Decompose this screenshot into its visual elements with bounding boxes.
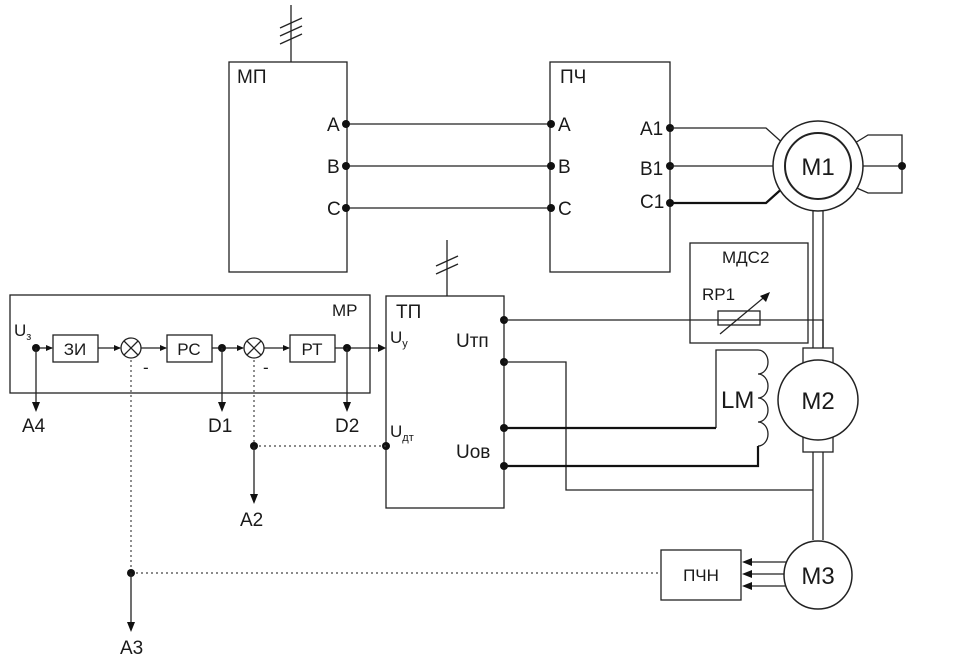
node — [342, 162, 350, 170]
m1-inner — [784, 132, 852, 200]
mp-supply-tick — [279, 25, 303, 37]
tp-supply-tick — [435, 263, 459, 275]
wire-tp-armature-top — [504, 319, 824, 348]
m2-motor: M2 — [777, 347, 859, 453]
pch-title: ПЧ — [560, 67, 586, 88]
rp1-label: RP1 — [702, 285, 735, 304]
mr-input-u-z: Uз — [14, 321, 31, 343]
m2-label: M2 — [801, 388, 834, 415]
a3-arrow — [127, 622, 135, 632]
m3-motor: M3 — [783, 540, 853, 610]
summing-sign-1: - — [143, 358, 149, 377]
mp-supply-tick — [279, 17, 303, 29]
signal-arrow — [46, 345, 53, 351]
label-d2: D2 — [335, 416, 359, 437]
tp-box — [385, 295, 505, 509]
pch-block: ПЧ A B C A1 B1 C1 — [549, 61, 671, 273]
tp-output-wires — [504, 319, 824, 491]
pchn-block: ПЧН — [660, 549, 795, 601]
label-a4: A4 — [22, 416, 46, 437]
rp1-variable-arrow — [719, 293, 769, 335]
pch-box — [549, 61, 671, 273]
node — [547, 120, 555, 128]
mp-pch-wires — [342, 120, 555, 212]
node — [342, 120, 350, 128]
tp-input-u-dt: Uдт — [390, 422, 414, 444]
node — [342, 204, 350, 212]
d2-arrow — [343, 402, 351, 412]
tp-u-tp: Uтп — [456, 331, 489, 352]
mp-terminal-c: C — [327, 199, 341, 220]
mp-supply-tick — [279, 33, 303, 45]
m3-outer — [783, 540, 853, 610]
pch-terminal-b1: B1 — [640, 159, 663, 180]
tp-title: ТП — [396, 302, 421, 323]
shaft — [812, 211, 824, 540]
a4-arrow — [32, 402, 40, 412]
node — [898, 162, 906, 170]
signal-arrow — [742, 570, 752, 578]
lm-label: LM — [721, 387, 754, 414]
pch-terminal-a1: A1 — [640, 119, 663, 140]
lm-lead-top — [715, 349, 758, 428]
signal-arrow — [114, 345, 121, 351]
pch-m1-wires — [666, 124, 906, 207]
tp-supply-tick — [435, 255, 459, 267]
wire-ov-2 — [504, 446, 760, 468]
signal-arrow — [160, 345, 167, 351]
m3-label: M3 — [801, 563, 834, 590]
mp-terminal-b: B — [327, 157, 340, 178]
node — [547, 162, 555, 170]
signal-arrow — [742, 582, 752, 590]
a2-arrow — [250, 494, 258, 504]
signal-arrow — [378, 344, 386, 352]
mds2-title: МДС2 — [722, 248, 769, 267]
rs-label: РС — [177, 340, 200, 359]
mr-title: МР — [332, 301, 358, 320]
pch-terminal-c: C — [558, 199, 572, 220]
lm-coil — [757, 349, 769, 447]
zi-box — [52, 334, 99, 363]
tp-u-ov: Uов — [456, 442, 490, 463]
label-d1: D1 — [208, 416, 232, 437]
mds2-box — [689, 242, 809, 344]
summing-cross — [246, 340, 262, 356]
m1-motor: M1 — [772, 120, 864, 212]
pchn-label: ПЧН — [683, 566, 719, 585]
mr-block: МР Uз ЗИ - РС - РТ — [9, 294, 386, 394]
rt-box — [289, 334, 336, 363]
rs-box — [166, 334, 213, 363]
mp-box — [228, 61, 348, 273]
pchn-box — [660, 549, 742, 601]
rp1-arrow-head — [760, 292, 770, 302]
mp-title: МП — [237, 67, 266, 88]
m2-outer — [777, 359, 859, 441]
mp-terminal-a: A — [327, 115, 340, 136]
tp-block: ТП Uтп Uов Uу Uдт — [382, 240, 508, 509]
signal-arrow — [742, 558, 752, 566]
signal-arrow — [283, 345, 290, 351]
summing-sign-2: - — [263, 358, 269, 377]
label-a2: A2 — [240, 510, 263, 531]
pch-terminal-c1: C1 — [640, 192, 664, 213]
lm-winding: LM — [715, 349, 769, 447]
pch-terminal-a: A — [558, 115, 571, 136]
d1-arrow — [218, 402, 226, 412]
wire-m1-a1 — [670, 127, 787, 147]
signal-arrow — [237, 345, 244, 351]
m1-label: M1 — [801, 154, 834, 181]
wire-m1-c1 — [670, 184, 787, 205]
test-points: A4 D1 D2 A2 A3 — [22, 348, 660, 659]
summing-cross — [123, 340, 139, 356]
wire-tp-armature-bottom — [504, 361, 813, 491]
rt-label: РТ — [302, 340, 323, 359]
mds2-block: МДС2 RP1 — [689, 242, 809, 344]
mp-block: МП A B C — [228, 5, 348, 273]
node — [547, 204, 555, 212]
label-a3: A3 — [120, 638, 143, 659]
zi-label: ЗИ — [64, 340, 87, 359]
pch-terminal-b: B — [558, 157, 571, 178]
tp-input-u-y: Uу — [390, 328, 408, 350]
